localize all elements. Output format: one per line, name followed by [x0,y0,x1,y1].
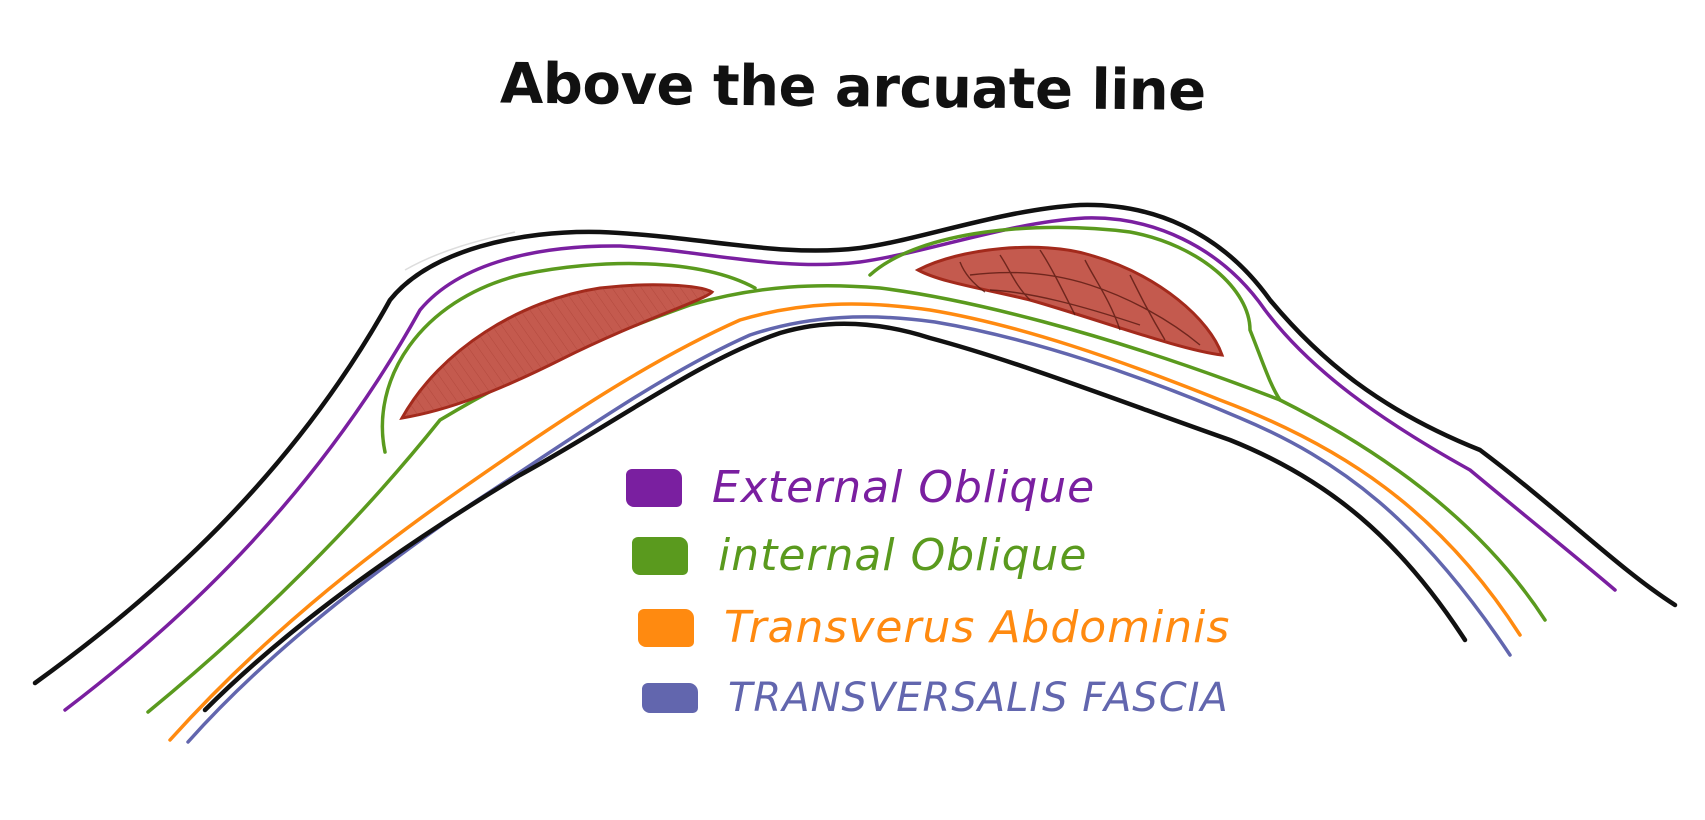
legend-label-external-oblique: External Oblique [712,462,1096,513]
outer-outline-line [32,202,1678,686]
faint-sketch-line [404,231,516,271]
transversalis-fascia-line [186,315,1512,744]
legend: External Oblique internal Oblique Transv… [626,458,1246,758]
transversus-abdominis-swatch [638,609,694,647]
legend-label-internal-oblique: internal Oblique [718,530,1088,581]
internal-oblique-line [146,283,1547,714]
inner-outline-line [202,321,1468,713]
internal-oblique-swatch [632,537,688,575]
right-rectus-segments [959,249,1201,346]
legend-item-external-oblique: External Oblique [626,458,1095,518]
external-oblique-swatch [626,469,682,507]
legend-label-transversalis-fascia: TRANSVERSALIS FASCIA [728,675,1229,721]
legend-item-internal-oblique: internal Oblique [632,526,1087,586]
internal-oblique-upper-left [380,261,757,454]
legend-item-transversalis-fascia: TRANSVERSALIS FASCIA [642,668,1229,728]
transversus-abdominis-line [168,302,1522,742]
legend-item-transversus-abdominis: Transverus Abdominis [638,598,1230,658]
right-rectus-muscle [914,245,1225,357]
internal-oblique-upper-right [868,225,1282,402]
transversalis-fascia-swatch [642,683,698,713]
left-rectus-fibers [402,284,712,418]
legend-label-transversus-abdominis: Transverus Abdominis [724,602,1231,653]
